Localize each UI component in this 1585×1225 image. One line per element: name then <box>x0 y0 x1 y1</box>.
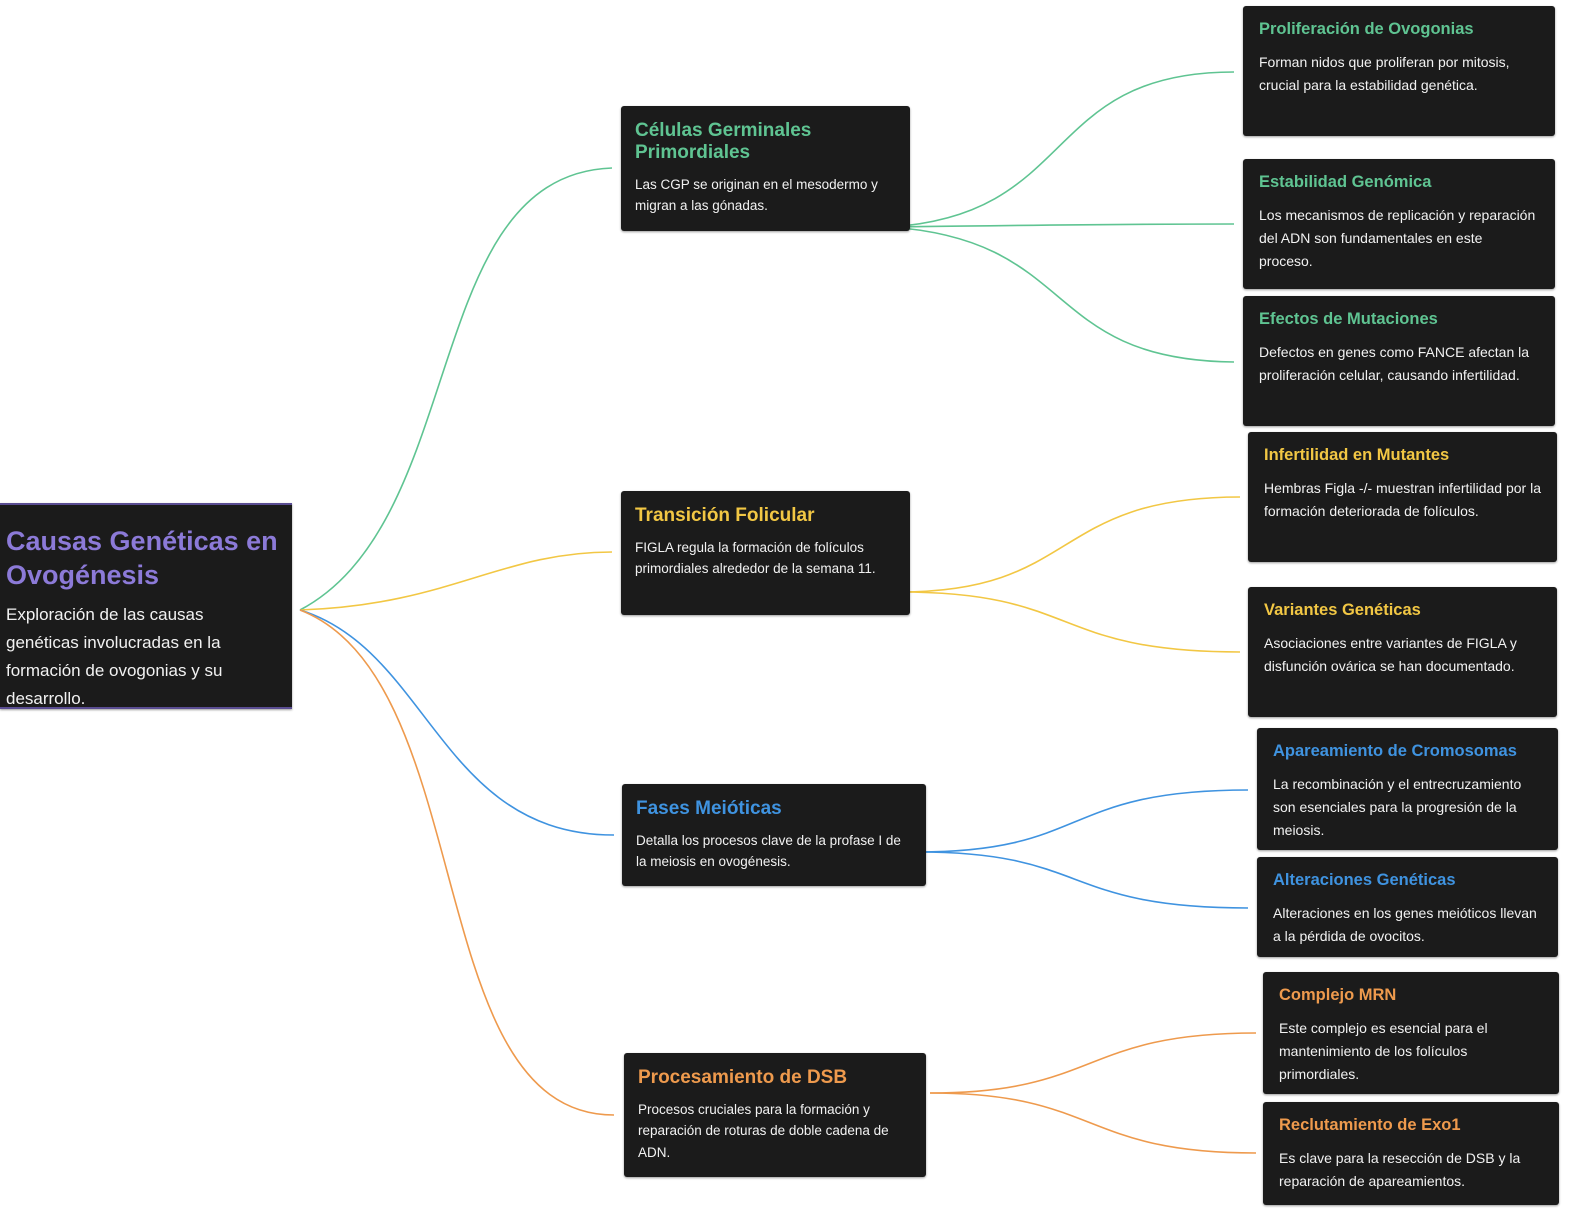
leaf-description: La recombinación y el entrecruzamiento s… <box>1273 776 1522 839</box>
leaf-description: Es clave para la resección de DSB y la r… <box>1279 1150 1521 1190</box>
link-procesamiento-exo1 <box>929 1092 1257 1154</box>
link-celulas-proliferacion <box>889 71 1235 228</box>
leaf-title: Infertilidad en Mutantes <box>1264 446 1450 464</box>
leaf-estabilidad-genomica[interactable]: Estabilidad Genómica Los mecanismos de r… <box>1243 159 1555 289</box>
leaf-title: Proliferación de Ovogonias <box>1259 20 1474 38</box>
branch-celulas-germinales[interactable]: Células Germinales Primordiales Las CGP … <box>621 106 910 231</box>
branch-description: Detalla los procesos clave de la profase… <box>636 832 901 870</box>
leaf-reclutamiento-exo1[interactable]: Reclutamiento de Exo1 Es clave para la r… <box>1263 1102 1559 1205</box>
leaf-title: Reclutamiento de Exo1 <box>1279 1116 1461 1134</box>
leaf-description: Los mecanismos de replicación y reparaci… <box>1259 207 1536 270</box>
branch-procesamiento-dsb[interactable]: Procesamiento de DSB Procesos cruciales … <box>624 1053 926 1177</box>
link-celulas-estabilidad <box>889 223 1235 228</box>
leaf-apareamiento-cromosomas[interactable]: Apareamiento de Cromosomas La recombinac… <box>1257 728 1558 850</box>
leaf-complejo-mrn[interactable]: Complejo MRN Este complejo es esencial p… <box>1263 972 1559 1094</box>
leaf-title: Complejo MRN <box>1279 986 1397 1004</box>
link-fases-apareamiento <box>917 789 1249 853</box>
link-transicion-infertilidad <box>899 496 1241 593</box>
leaf-infertilidad-mutantes[interactable]: Infertilidad en Mutantes Hembras Figla -… <box>1248 432 1557 562</box>
leaf-proliferacion-ovogonias[interactable]: Proliferación de Ovogonias Forman nidos … <box>1243 6 1555 136</box>
branch-title: Transición Folicular <box>635 505 815 526</box>
branch-description: Las CGP se originan en el mesodermo y mi… <box>635 176 878 214</box>
link-root-procesamiento <box>299 609 615 1116</box>
branch-title: Procesamiento de DSB <box>638 1067 848 1088</box>
leaf-description: Asociaciones entre variantes de FIGLA y … <box>1264 635 1517 675</box>
leaf-description: Defectos en genes como FANCE afectan la … <box>1259 344 1530 384</box>
root-description: Exploración de las causas genéticas invo… <box>6 604 223 708</box>
branch-title: Fases Meióticas <box>636 798 782 819</box>
leaf-title: Efectos de Mutaciones <box>1259 310 1438 328</box>
leaf-title: Apareamiento de Cromosomas <box>1273 742 1517 760</box>
branch-transicion-folicular[interactable]: Transición Folicular FIGLA regula la for… <box>621 491 910 615</box>
link-procesamiento-mrn <box>929 1032 1257 1094</box>
branch-description: Procesos cruciales para la formación y r… <box>638 1101 889 1160</box>
leaf-description: Alteraciones en los genes meióticos llev… <box>1273 905 1537 945</box>
leaf-title: Alteraciones Genéticas <box>1273 871 1456 889</box>
leaf-title: Estabilidad Genómica <box>1259 173 1432 191</box>
leaf-description: Este complejo es esencial para el manten… <box>1279 1020 1488 1083</box>
root-title: Causas Genéticas en Ovogénesis <box>6 526 278 590</box>
link-root-fases <box>299 609 615 836</box>
branch-fases-meioticas[interactable]: Fases Meióticas Detalla los procesos cla… <box>622 784 926 886</box>
leaf-description: Hembras Figla -/- muestran infertilidad … <box>1264 480 1541 520</box>
leaf-alteraciones-geneticas[interactable]: Alteraciones Genéticas Alteraciones en l… <box>1257 857 1558 957</box>
link-root-transicion <box>299 551 613 611</box>
link-celulas-efectos <box>889 226 1235 363</box>
leaf-title: Variantes Genéticas <box>1264 601 1421 619</box>
leaf-variantes-geneticas[interactable]: Variantes Genéticas Asociaciones entre v… <box>1248 587 1557 717</box>
leaf-description: Forman nidos que proliferan por mitosis,… <box>1259 54 1510 94</box>
root-node[interactable]: Causas Genéticas en Ovogénesis Exploraci… <box>0 503 292 709</box>
link-fases-alteraciones <box>917 851 1249 909</box>
link-transicion-variantes <box>899 591 1241 653</box>
branch-description: FIGLA regula la formación de folículos p… <box>635 539 876 577</box>
branch-title: Células Germinales Primordiales <box>635 120 812 163</box>
leaf-efectos-mutaciones[interactable]: Efectos de Mutaciones Defectos en genes … <box>1243 296 1555 426</box>
link-root-celulas <box>299 167 613 611</box>
